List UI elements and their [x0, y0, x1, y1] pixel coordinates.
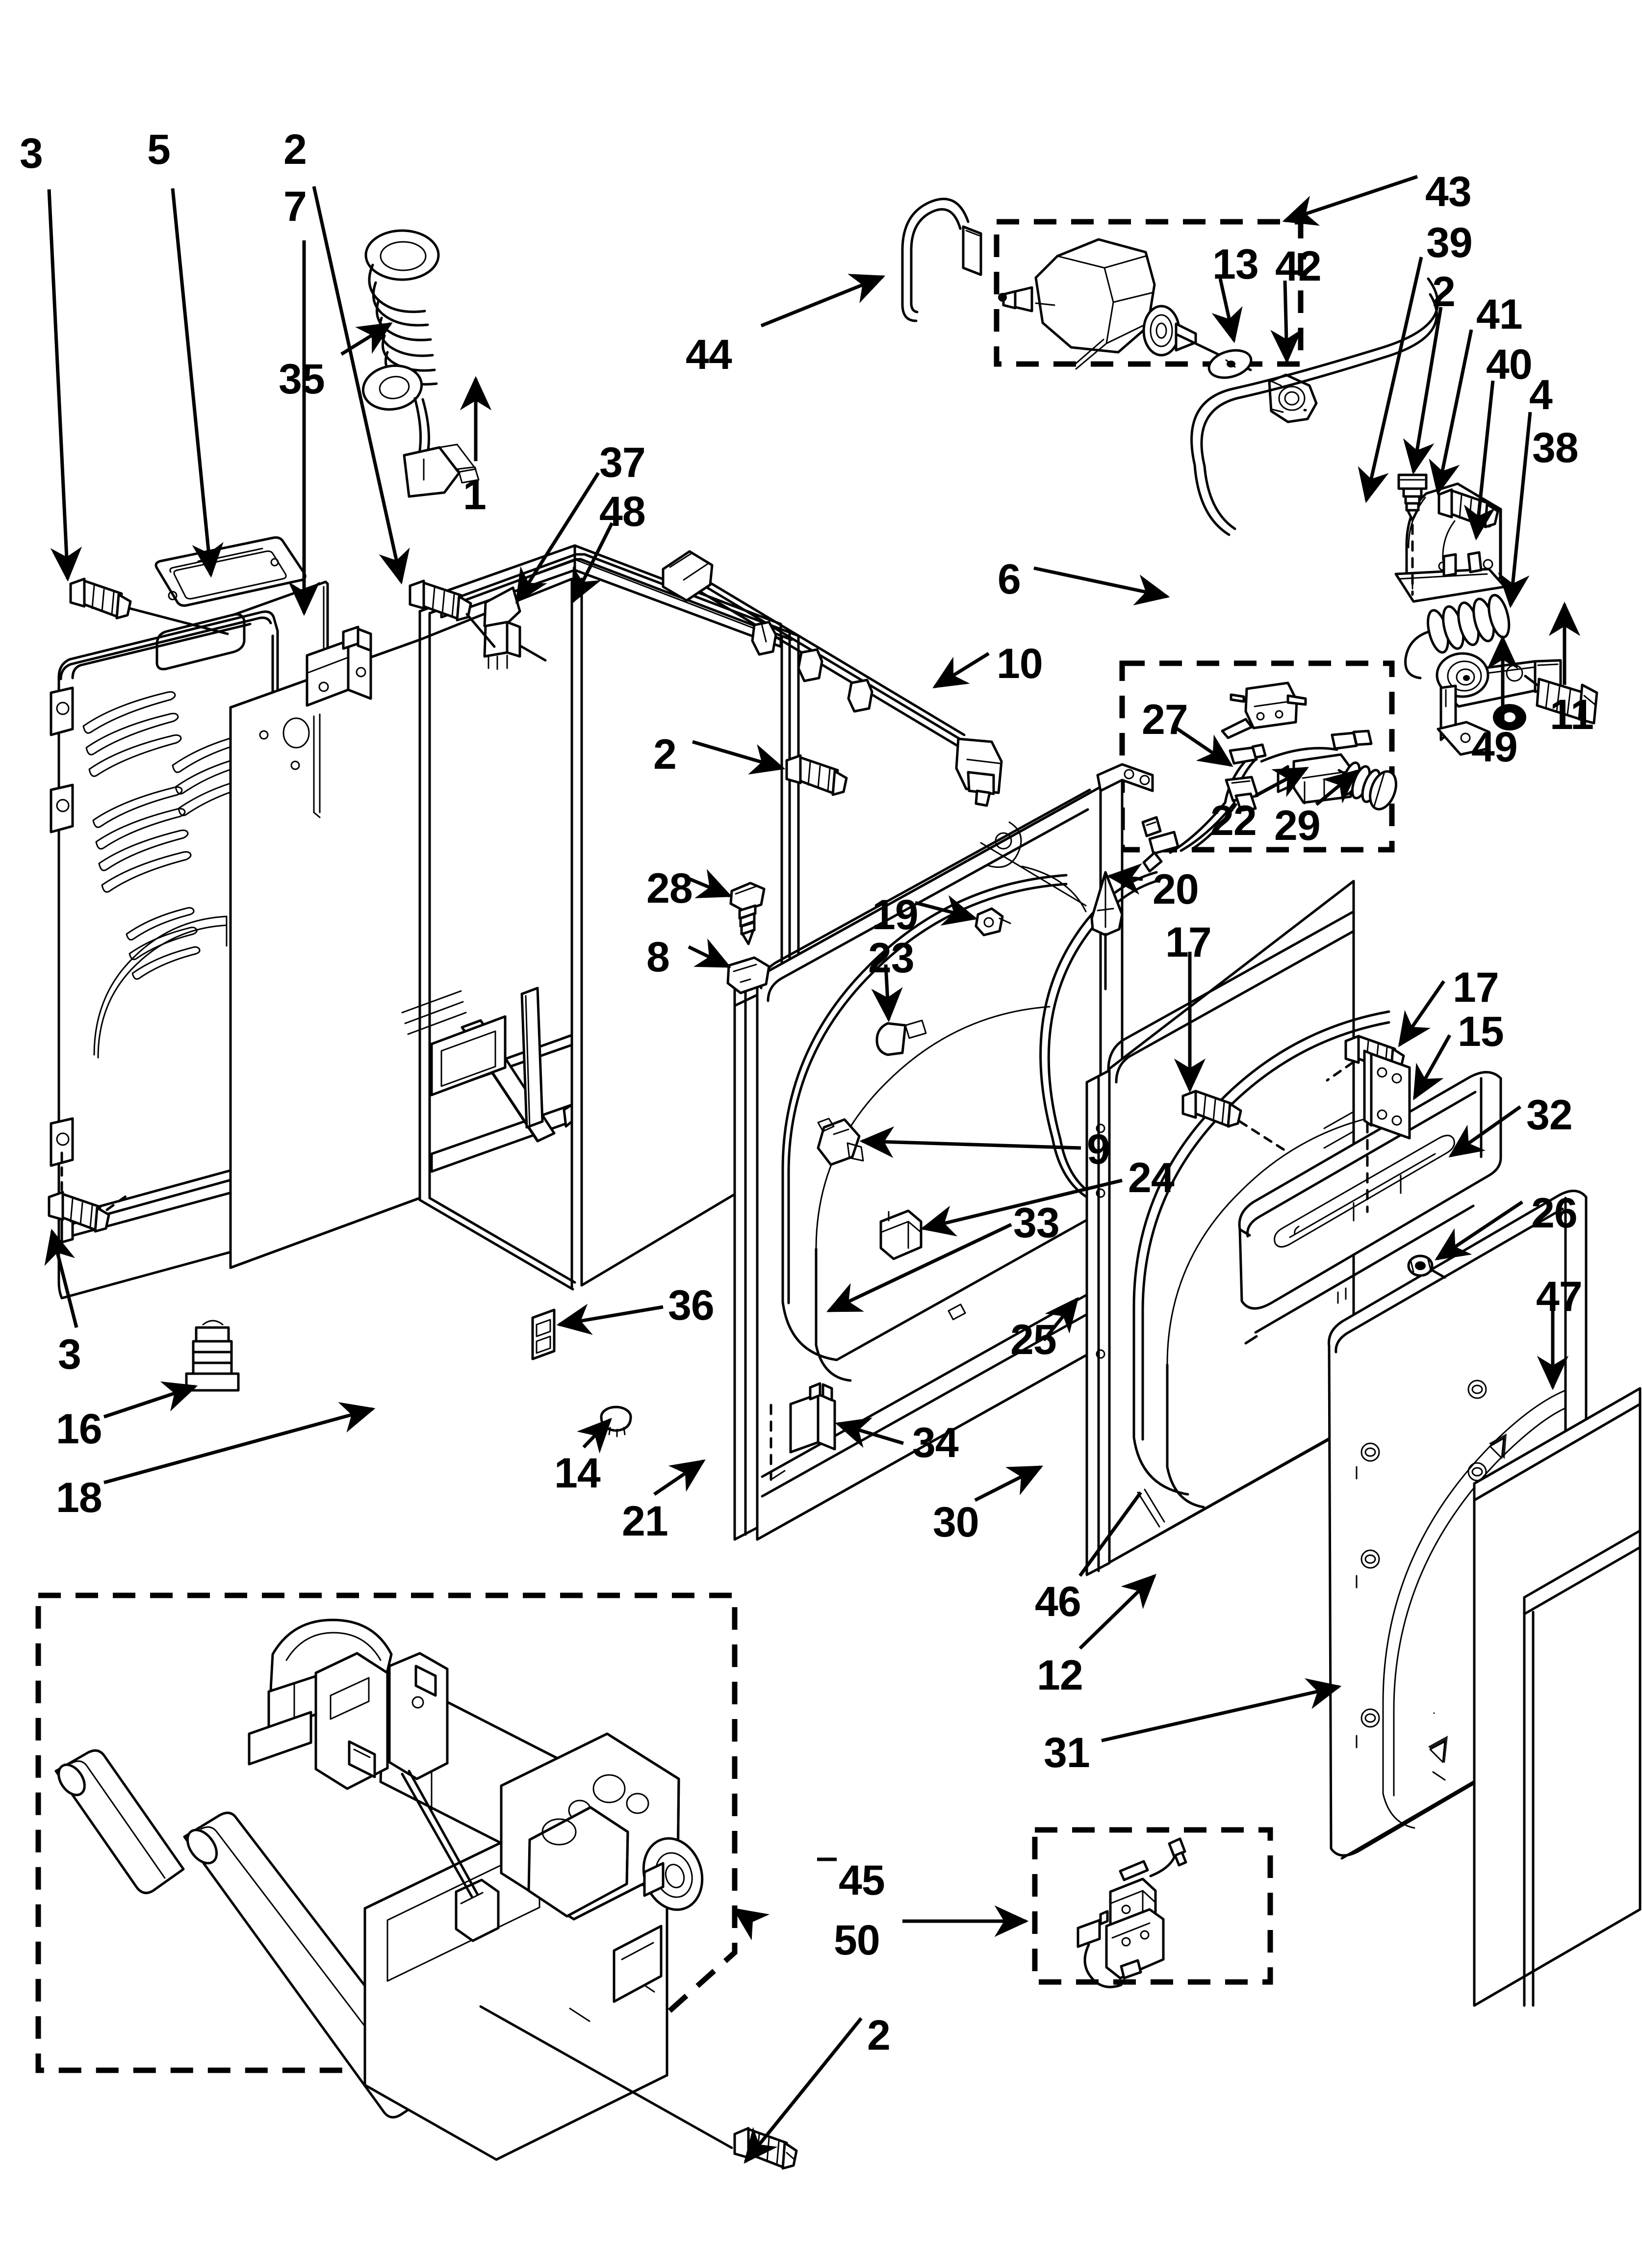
- callout-43: 43: [1425, 168, 1472, 215]
- push-clip-part-23: [875, 1019, 927, 1056]
- callout-20: 20: [1153, 866, 1199, 913]
- callout-7: 7: [283, 183, 307, 230]
- switch-part-37: [409, 579, 547, 670]
- inset-boxes: [35, 219, 1395, 2073]
- cabinet-screws-part-3: [48, 577, 229, 1233]
- leader-lines: [44, 175, 1581, 2164]
- cabinet-fasteners-28-8: [726, 882, 770, 1084]
- callout-10: 10: [997, 640, 1043, 687]
- callout-44: 44: [686, 331, 732, 378]
- callout-49: 49: [1471, 724, 1518, 771]
- callout-18: 18: [56, 1474, 103, 1521]
- callout-6: 6: [998, 556, 1021, 603]
- callout-19: 19: [872, 891, 919, 938]
- callout-23: 23: [868, 935, 915, 982]
- callout-17b: 17: [1453, 964, 1499, 1011]
- callout-12: 12: [1037, 1652, 1083, 1699]
- panel-clips: [975, 871, 1124, 991]
- cabinet-top-screw-part-2: [785, 754, 848, 796]
- callout-50: 50: [834, 1917, 880, 1964]
- callout-32: 32: [1526, 1092, 1573, 1139]
- callout-34: 34: [912, 1419, 959, 1466]
- callout-47: 47: [1536, 1273, 1583, 1320]
- wire-harness-part-10: [662, 550, 1003, 807]
- callout-33: 33: [1013, 1199, 1060, 1247]
- burner-assembly-part-45: [54, 1618, 704, 2161]
- callout-4: 4: [1529, 371, 1553, 418]
- callout-24: 24: [1128, 1154, 1175, 1201]
- callout-30: 30: [933, 1499, 979, 1546]
- callout-26: 26: [1531, 1190, 1578, 1237]
- callout-31: 31: [1044, 1729, 1090, 1776]
- callout-41: 41: [1476, 291, 1523, 338]
- callout-11: 11: [1550, 691, 1594, 738]
- callout-2b: 2: [1432, 268, 1456, 315]
- door-switch-part-50: [1077, 1837, 1187, 1988]
- terminal-block-part-36: [531, 1308, 556, 1360]
- callout-14: 14: [554, 1450, 601, 1497]
- door-skin-part-47: [1473, 1387, 1642, 2007]
- door-strike-part-26: [1407, 1254, 1446, 1279]
- callout-36: 36: [668, 1282, 715, 1329]
- callout-2d: 2: [867, 2012, 891, 2059]
- callout-8: 8: [646, 934, 670, 981]
- hinge-and-screws: [1181, 1035, 1411, 1213]
- wire-clip-part-44: [901, 197, 982, 322]
- callout-40: 40: [1486, 341, 1533, 388]
- drive-belt-part-6: [1190, 277, 1439, 536]
- callout-25: 25: [1010, 1316, 1057, 1363]
- cabinet-part-18: [185, 544, 800, 1437]
- callout-48: 48: [599, 488, 646, 535]
- door-catch-part-34: [770, 1382, 836, 1481]
- callout-46: 46: [1035, 1578, 1081, 1625]
- light-socket-part-9: [817, 1118, 864, 1166]
- callout-29: 29: [1274, 802, 1321, 849]
- callout-22: 22: [1210, 797, 1257, 844]
- callout-17a: 17: [1165, 919, 1212, 966]
- callout-42: 42: [1275, 243, 1322, 290]
- callout-39: 39: [1426, 219, 1473, 266]
- callout-5: 5: [147, 126, 171, 173]
- callout-16: 16: [56, 1406, 103, 1453]
- callout-2c: 2: [653, 731, 677, 778]
- callout-15: 15: [1458, 1008, 1504, 1055]
- connector-part-24: [879, 1209, 923, 1260]
- callout-21: 21: [622, 1498, 668, 1545]
- callout-45: 45: [839, 1857, 885, 1904]
- callout-37: 37: [599, 439, 646, 486]
- callout-1: 1: [463, 471, 487, 519]
- callout-9: 9: [1087, 1126, 1110, 1173]
- callout-38: 38: [1532, 424, 1579, 471]
- console-trim-part-32: [1238, 1071, 1502, 1345]
- callout-13: 13: [1212, 241, 1259, 288]
- callout-3: 3: [20, 130, 43, 177]
- callout-3b: 3: [58, 1331, 81, 1378]
- callout-28: 28: [646, 865, 693, 912]
- drive-motor-part-43: [998, 238, 1318, 423]
- leveling-leg-part-16: [185, 1320, 240, 1392]
- callout-2: 2: [283, 126, 307, 173]
- callout-35: 35: [279, 356, 325, 403]
- callout-27: 27: [1142, 696, 1188, 743]
